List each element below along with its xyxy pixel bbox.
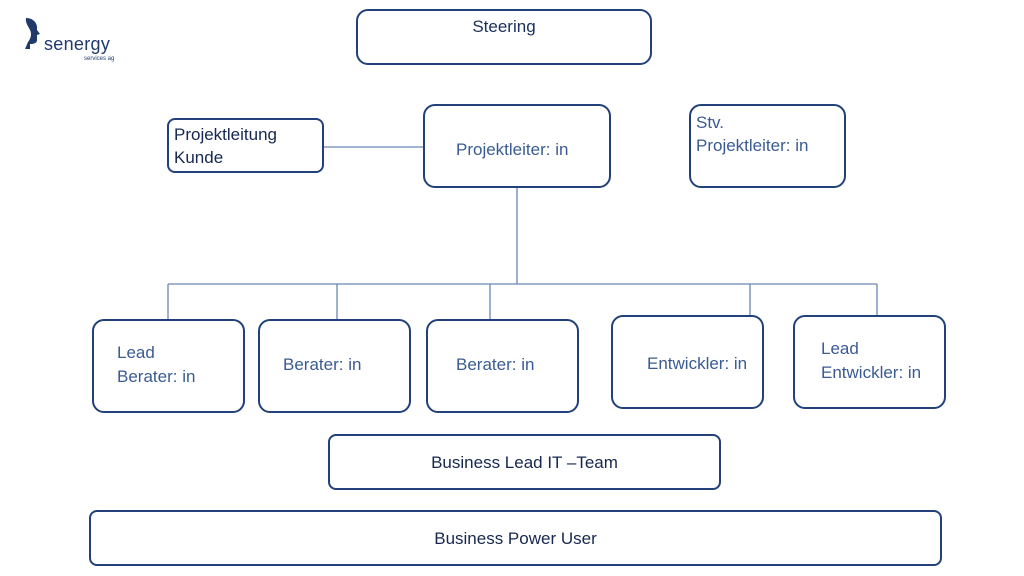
profile-head-icon bbox=[25, 18, 40, 49]
node-entwickler-label: Entwickler: in bbox=[647, 354, 748, 373]
node-steering: Steering bbox=[356, 9, 652, 65]
node-stv-projektleiter: Stv. Projektleiter: in bbox=[689, 104, 846, 188]
node-berater-2-label: Berater: in bbox=[456, 355, 535, 374]
node-berater-1-label: Berater: in bbox=[283, 355, 362, 374]
node-berater-2: Berater: in bbox=[426, 319, 579, 413]
node-steering-label: Steering bbox=[472, 17, 536, 36]
node-projektleiter-label: Projektleiter: in bbox=[456, 140, 569, 159]
node-stv-projektleiter-label: Stv. Projektleiter: in bbox=[696, 113, 809, 155]
node-lead-berater-label: Lead Berater: in bbox=[117, 343, 196, 386]
node-projektleitung-kunde: Projektleitung Kunde bbox=[167, 118, 324, 173]
node-business-power-user: Business Power User bbox=[89, 510, 942, 566]
node-lead-entwickler-label: Lead Entwickler: in bbox=[821, 339, 922, 382]
logo-wordmark: senergy bbox=[44, 34, 111, 54]
node-projektleiter: Projektleiter: in bbox=[423, 104, 611, 188]
senergy-logo: senergy services ag bbox=[22, 16, 132, 66]
node-berater-1: Berater: in bbox=[258, 319, 411, 413]
logo-subtitle: services ag bbox=[84, 56, 115, 62]
node-business-power-user-label: Business Power User bbox=[434, 529, 597, 548]
node-business-lead-it-team: Business Lead IT –Team bbox=[328, 434, 721, 490]
node-business-lead-label: Business Lead IT –Team bbox=[431, 453, 618, 472]
node-lead-berater: Lead Berater: in bbox=[92, 319, 245, 413]
node-entwickler: Entwickler: in bbox=[611, 315, 764, 409]
node-lead-entwickler: Lead Entwickler: in bbox=[793, 315, 946, 409]
node-projektleitung-kunde-label: Projektleitung Kunde bbox=[174, 125, 278, 167]
